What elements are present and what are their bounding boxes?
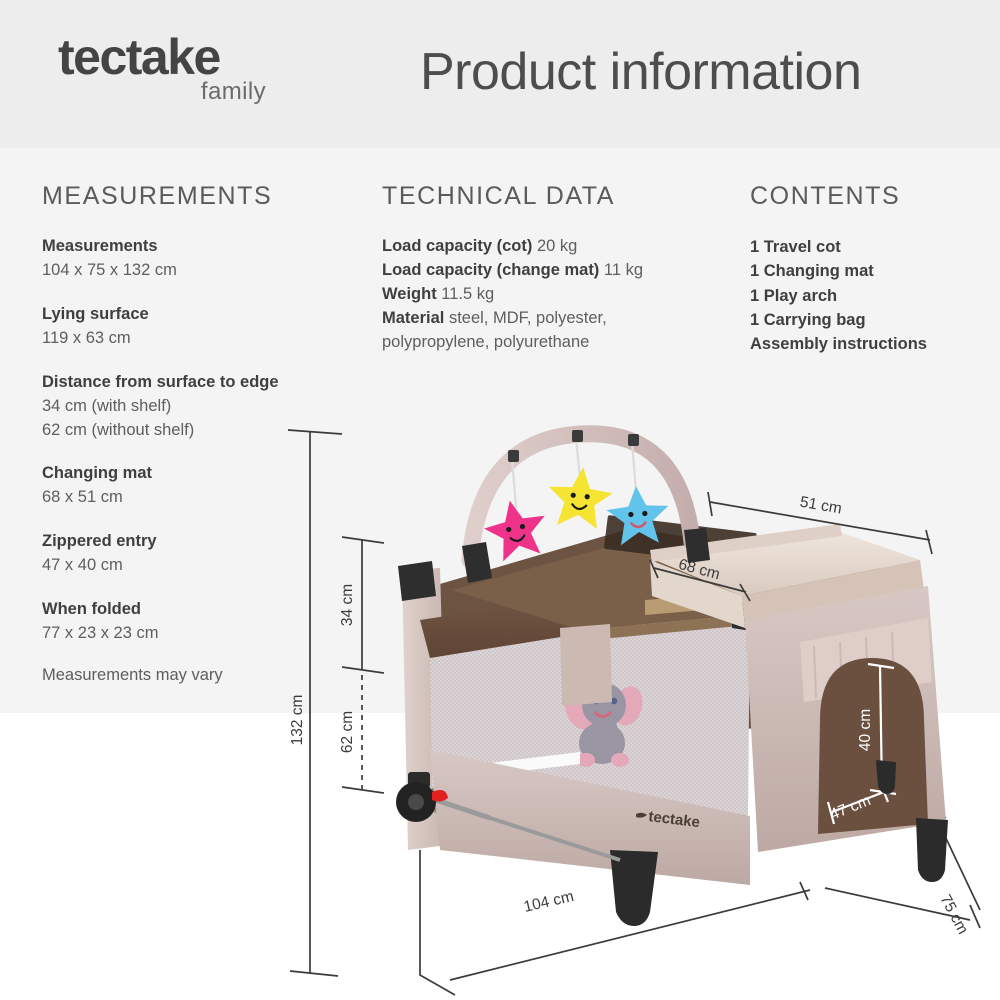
contents-column: CONTENTS 1 Travel cot 1 Changing mat 1 P… <box>750 182 990 356</box>
toy-clip-yellow <box>572 430 583 442</box>
dimension-51cm-label: 51 cm <box>799 494 844 518</box>
spec-label: When folded <box>42 600 141 619</box>
tech-value: 11 kg <box>603 260 644 279</box>
toy-clip-pink <box>508 450 519 462</box>
cot-leg-rear <box>876 760 896 794</box>
tectake-family-logo: tectake family <box>58 32 358 106</box>
changing-mat-front <box>650 560 745 628</box>
spec-changing-mat: Changing mat 68 x 51 cm <box>42 462 372 510</box>
spec-value: 68 x 51 cm <box>42 488 123 507</box>
product-illustration: 104 cm 75 cm 132 cm 34 cm 62 cm <box>280 420 1000 1000</box>
tech-row-load-capacity-cot: Load capacity (cot) 20 kg <box>382 235 732 259</box>
logo-subtitle: family <box>200 78 266 105</box>
list-item: 1 Travel cot <box>750 238 841 256</box>
cot-leg-front <box>610 850 658 926</box>
list-item: 1 Play arch <box>750 286 838 305</box>
cot-brand-logo: tectake <box>636 808 701 831</box>
toy-string-yellow <box>574 437 582 479</box>
measurements-heading: MEASUREMENTS <box>42 182 273 210</box>
spec-label: Measurements <box>42 237 158 255</box>
spec-value: 34 cm (with shelf) <box>42 396 172 415</box>
star-toy-blue <box>606 486 669 546</box>
cot-near-wall <box>430 750 750 885</box>
dimension-length-label: 104 cm <box>522 888 575 916</box>
dimension-surface-to-edge-with-shelf <box>341 536 385 674</box>
spec-value: 47 x 40 cm <box>42 556 123 575</box>
contents-heading: CONTENTS <box>750 182 901 210</box>
cot-leg-right <box>916 818 948 882</box>
spec-label: Lying surface <box>42 304 149 323</box>
measurements-column: MEASUREMENTS Measurements 104 x 75 x 132… <box>42 182 372 685</box>
star-toy-pink <box>484 500 545 562</box>
list-item: Assembly instructions <box>750 335 927 353</box>
list-item: 1 Changing mat <box>750 262 874 281</box>
spec-when-folded: When folded 77 x 23 x 23 cm <box>42 598 372 646</box>
cot-support-frame <box>489 816 621 862</box>
dimension-34cm-label: 34 cm <box>339 584 356 626</box>
cot-fabric-pouch <box>560 624 612 706</box>
tech-label: Load capacity (change mat) <box>382 260 600 279</box>
list-item: 1 Carrying bag <box>750 310 866 329</box>
spec-measurements: Measurements 104 x 75 x 132 cm <box>42 235 372 283</box>
dimension-total-height-label: 132 cm <box>289 695 306 746</box>
tech-label: Material <box>382 308 445 327</box>
spec-label: Changing mat <box>42 464 152 483</box>
toy-string-pink <box>510 457 518 509</box>
technical-data-column: TECHNICAL DATA Load capacity (cot) 20 kg… <box>382 182 732 355</box>
tech-label: Weight <box>382 284 437 303</box>
spec-lying-surface: Lying surface 119 x 63 cm <box>42 303 372 351</box>
header-band <box>0 0 1000 148</box>
tech-row-weight: Weight 11.5 kg <box>382 283 732 307</box>
dimension-total-height <box>287 429 343 977</box>
cot-logo-text: tectake <box>648 808 701 831</box>
tech-value: 11.5 kg <box>441 284 495 303</box>
zippered-entry-door <box>818 658 928 834</box>
tech-row-material-continued: polypropylene, polyurethane <box>382 332 590 351</box>
play-arch-clip-left <box>462 542 492 583</box>
logo-wordmark: tectake <box>58 29 221 85</box>
spec-value: 119 x 63 cm <box>42 328 131 347</box>
changing-mat-top <box>650 532 920 596</box>
page-title: Product information <box>420 43 862 101</box>
measurements-disclaimer: Measurements may vary <box>42 665 223 684</box>
dimension-40cm-label: 40 cm <box>857 709 874 751</box>
toy-string-blue <box>630 441 638 493</box>
spec-label: Distance from surface to edge <box>42 372 279 391</box>
tech-value: steel, MDF, polyester, <box>448 308 607 327</box>
corner-clip-left <box>398 561 436 601</box>
tech-row-load-capacity-change-mat: Load capacity (change mat) 11 kg <box>382 259 732 283</box>
spec-value: 104 x 75 x 132 cm <box>42 260 177 279</box>
toy-clip-blue <box>628 434 639 446</box>
dimension-mat-width <box>707 491 933 555</box>
tech-label: Load capacity (cot) <box>382 237 533 255</box>
changing-mat-side <box>742 560 924 628</box>
caster-wheel-left <box>396 772 448 822</box>
dimension-62cm-label: 62 cm <box>339 711 356 753</box>
spec-value: 77 x 23 x 23 cm <box>42 624 159 643</box>
spec-label: Zippered entry <box>42 532 157 551</box>
star-toy-yellow <box>549 467 613 529</box>
dimension-surface-to-edge-without-shelf <box>341 675 385 794</box>
spec-zippered-entry: Zippered entry 47 x 40 cm <box>42 530 372 578</box>
tech-value: 20 kg <box>536 237 578 255</box>
spec-distance-surface-to-edge: Distance from surface to edge 34 cm (wit… <box>42 371 372 443</box>
technical-data-heading: TECHNICAL DATA <box>382 182 616 210</box>
tech-row-material: Material steel, MDF, polyester, <box>382 307 732 331</box>
floor-dimension-lines <box>419 807 981 996</box>
play-arch-clip-right <box>684 528 710 563</box>
spec-value-secondary: 62 cm (without shelf) <box>42 420 195 439</box>
dimension-mat-length <box>649 559 751 602</box>
